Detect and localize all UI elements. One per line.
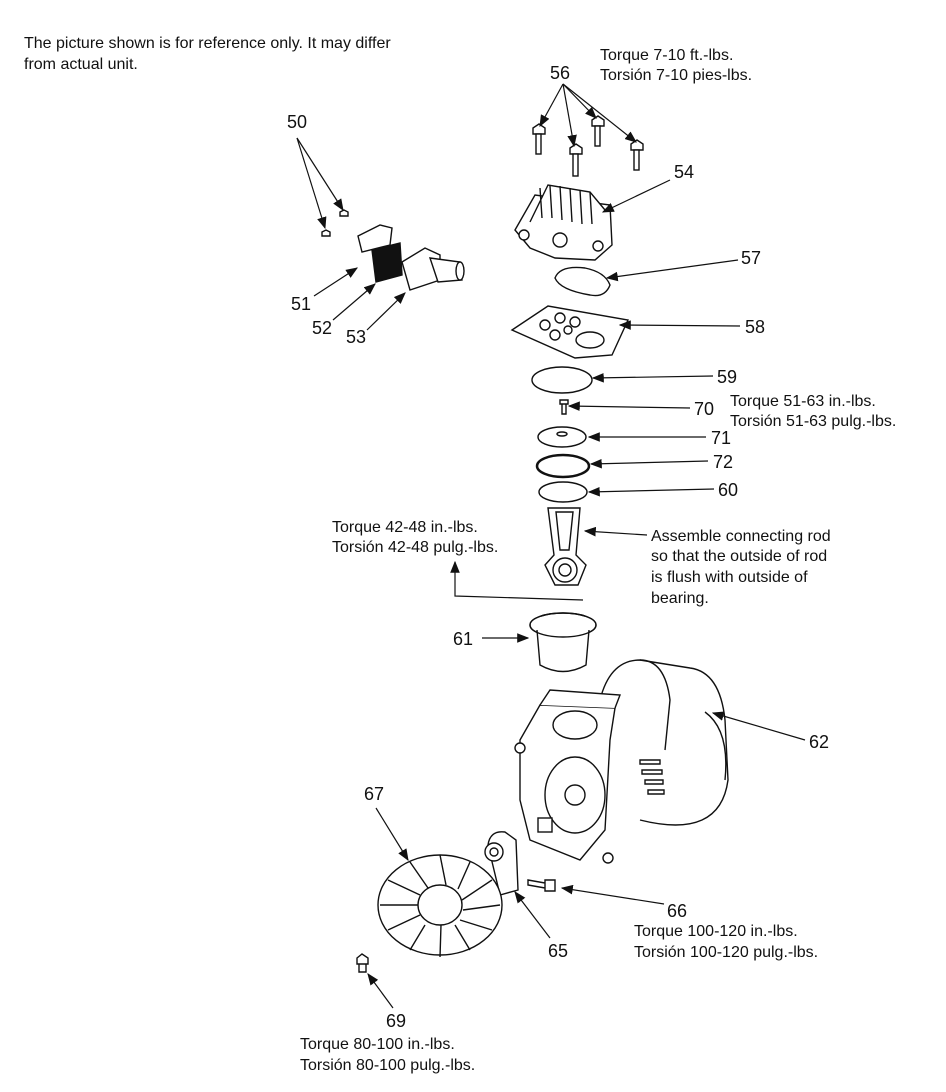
assembly-note-line-1: Assemble connecting rod	[651, 528, 831, 545]
cylinder-head	[514, 184, 613, 261]
assembly-note-line-4: bearing.	[651, 590, 709, 607]
part-label-56: 56	[550, 63, 571, 83]
part-label-53: 53	[346, 327, 367, 347]
part-label-60: 60	[718, 480, 739, 500]
torque-bracket-bolt-en: Torque 100-120 in.-lbs.	[634, 923, 798, 940]
torque-bracket-bolt-es: Torsión 100-120 pulg.-lbs.	[634, 944, 819, 961]
torque-fan-bolt-en: Torque 80-100 in.-lbs.	[300, 1036, 455, 1053]
torque-head-bolts-en: Torque 7-10 ft.-lbs.	[600, 47, 734, 64]
fan-bolt	[356, 953, 369, 973]
motor-crankcase	[514, 659, 729, 864]
fan	[377, 854, 503, 958]
torque-conrod-es: Torsión 42-48 pulg.-lbs.	[332, 539, 499, 556]
fan-bracket	[484, 831, 519, 896]
part-label-50: 50	[287, 112, 308, 132]
part-label-51: 51	[291, 294, 312, 314]
part-label-57: 57	[741, 248, 762, 268]
part-label-52: 52	[312, 318, 333, 338]
bearing	[529, 612, 597, 673]
valve-assembly-parts	[321, 209, 465, 291]
part-label-61: 61	[453, 629, 474, 649]
head-gasket	[554, 266, 611, 297]
part-label-70: 70	[694, 399, 715, 419]
torque-valve-screw-es: Torsión 51-63 pulg.-lbs.	[730, 413, 897, 430]
disclaimer-line-2: from actual unit.	[24, 56, 138, 73]
assembly-note-line-2: so that the outside of rod	[651, 548, 828, 565]
part-label-71: 71	[711, 428, 732, 448]
part-label-72: 72	[713, 452, 734, 472]
piston	[538, 481, 588, 503]
torque-valve-screw-en: Torque 51-63 in.-lbs.	[730, 393, 876, 410]
part-label-66: 66	[667, 901, 688, 921]
part-label-54: 54	[674, 162, 695, 182]
part-label-58: 58	[745, 317, 766, 337]
bracket-bolt	[527, 879, 556, 892]
assembly-note-line-3: is flush with outside of	[651, 569, 808, 586]
torque-fan-bolt-es: Torsión 80-100 pulg.-lbs.	[300, 1057, 476, 1074]
cylinder-head-bolts	[532, 115, 644, 177]
o-ring	[531, 366, 593, 394]
piston-ring	[535, 453, 591, 479]
part-label-62: 62	[809, 732, 830, 752]
valve-screw	[559, 399, 569, 415]
part-label-69: 69	[386, 1011, 407, 1031]
torque-head-bolts-es: Torsión 7-10 pies-lbs.	[600, 67, 753, 84]
piston-disc	[537, 426, 587, 448]
torque-conrod-en: Torque 42-48 in.-lbs.	[332, 519, 478, 536]
connecting-rod	[544, 507, 587, 586]
part-label-67: 67	[364, 784, 385, 804]
disclaimer-line-1: The picture shown is for reference only.…	[24, 35, 391, 52]
part-label-59: 59	[717, 367, 738, 387]
valve-plate	[510, 305, 630, 359]
part-label-65: 65	[548, 941, 569, 961]
